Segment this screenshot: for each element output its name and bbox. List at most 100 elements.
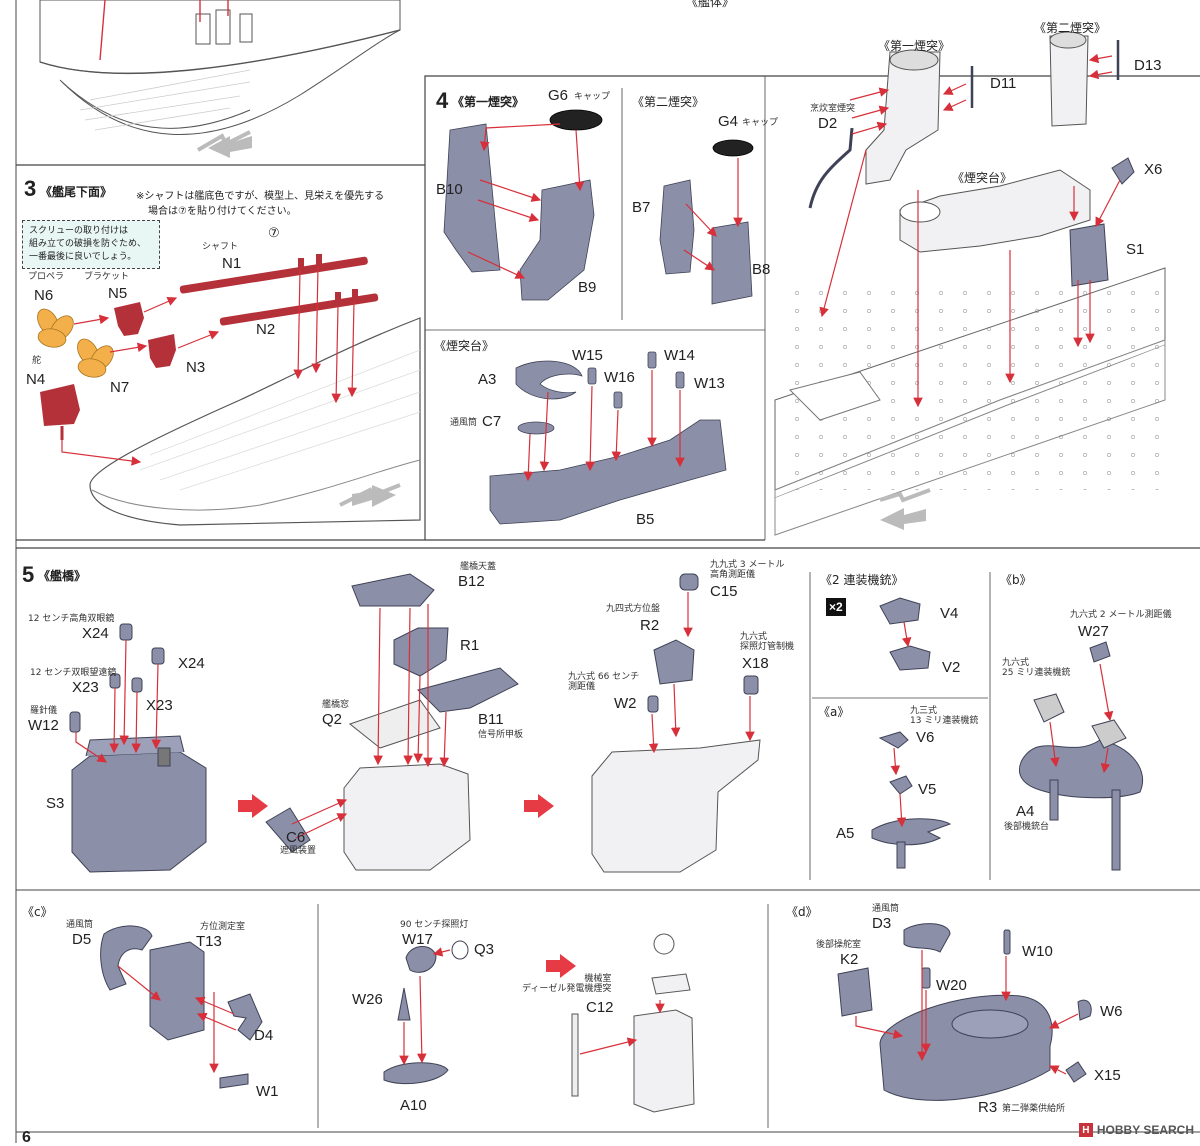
label-w2-sub: 九六式 66 センチ 測距儀 [568, 672, 640, 693]
label-x23-sub: 12 センチ双眼望遠鏡 [30, 668, 117, 678]
label-c15: C15 [710, 583, 738, 600]
label-cap1: キャップ [574, 92, 611, 102]
label-r3: R3 [978, 1099, 998, 1116]
label-q2-sub: 艦橋窓 [322, 700, 350, 710]
label-w27: W27 [1078, 623, 1109, 640]
label-w12: W12 [28, 717, 59, 734]
label-d3-sub: 通風筒 [872, 904, 900, 914]
label-c15-sub: 九九式 3 メートル 高角測距儀 [710, 560, 785, 581]
twin-mg-title: 《2 連装機銃》 [820, 573, 904, 587]
step4-number: 4 [436, 88, 449, 113]
section-dividers [15, 0, 1200, 1143]
label-t13: T13 [196, 933, 222, 950]
label-b12-sub: 艦橋天蓋 [460, 562, 497, 572]
step5d-drawing [837, 923, 1092, 1101]
label-c6-sub: 遮風装置 [280, 846, 317, 856]
step5-guns-drawing [871, 597, 1144, 871]
label-q3: Q3 [474, 941, 495, 958]
label-x24-sub: 12 センチ高角双眼鏡 [28, 614, 115, 624]
d-title: 《d》 [786, 905, 818, 919]
step4-funnel1-drawing [443, 109, 603, 301]
step3-note-line2: 場合は⑦を貼り付けてください。 [148, 206, 297, 217]
step4-base-title: 《煙突台》 [434, 339, 495, 353]
b-title: 《b》 [1000, 573, 1032, 587]
right-base-title: 《煙突台》 [952, 171, 1013, 185]
label-n1: N1 [222, 255, 242, 272]
label-rudder: 舵 [32, 356, 42, 366]
label-w17-sub: 90 センチ探照灯 [400, 920, 469, 930]
label-w2: W2 [614, 695, 637, 712]
label-a5: A5 [836, 825, 855, 842]
label-d5: D5 [72, 931, 92, 948]
right-second-title: 《第二煙突》 [1034, 21, 1107, 35]
label-v6-sub: 九三式 13 ミリ連装機銃 [910, 706, 979, 727]
label-q2: Q2 [322, 711, 343, 728]
next-arrow-2 [524, 794, 554, 818]
label-w17: W17 [402, 931, 433, 948]
label-galley: 烹炊室煙突 [810, 104, 856, 114]
hull-fragment-top [39, 0, 401, 152]
step4-second-title: 《第二煙突》 [632, 95, 705, 109]
quantity-badge: ×2 [826, 598, 846, 616]
step3-note-box: スクリューの取り付けは 組み立ての破損を防ぐため、 一番最後に良いでしょう。 [22, 220, 160, 270]
label-c7: C7 [482, 413, 502, 430]
label-v5: V5 [918, 781, 937, 798]
label-d11: D11 [990, 75, 1017, 92]
label-n4: N4 [26, 371, 46, 388]
step5-bridge-drawing [69, 573, 761, 873]
step4-base-drawing [489, 351, 727, 525]
watermark-mark: H [1078, 1123, 1093, 1137]
label-x18: X18 [742, 655, 769, 672]
step4-funnel2-drawing [659, 139, 754, 305]
label-r2-sub: 九四式方位盤 [606, 604, 661, 614]
step3-box-line1: スクリューの取り付けは [29, 226, 129, 236]
label-w26: W26 [352, 991, 383, 1008]
label-v2: V2 [942, 659, 961, 676]
next-arrow-3 [546, 954, 576, 978]
label-d5-sub: 通風筒 [66, 920, 94, 930]
direction-arrows [208, 136, 926, 530]
label-x24: X24 [82, 625, 109, 642]
step3-note-line1: ※シャフトは艦底色ですが、模型上、見栄えを優先する [136, 191, 385, 202]
step4-hull-drawing [774, 31, 1166, 536]
step3-box-line2: 組み立ての破損を防ぐため、 [29, 239, 147, 250]
label-b9: B9 [578, 279, 597, 296]
label-b12: B12 [458, 573, 485, 590]
watermark: H HOBBY SEARCH [1078, 1123, 1194, 1137]
next-arrow-1 [238, 794, 268, 818]
label-b11: B11 [478, 711, 504, 728]
label-bracket: ブラケット [84, 272, 130, 282]
label-w27-sub: 九六式 2 メートル測距儀 [1070, 610, 1172, 620]
label-k2: K2 [840, 951, 859, 968]
label-w12-sub: 羅針儀 [30, 706, 58, 716]
label-d3: D3 [872, 915, 892, 932]
label-decal7: ⑦ [268, 225, 280, 240]
label-a3: A3 [478, 371, 497, 388]
label-b5: B5 [636, 511, 655, 528]
c-title: 《c》 [22, 905, 53, 919]
label-b8: B8 [752, 261, 771, 278]
label-r2: R2 [640, 617, 660, 634]
label-shaft: シャフト [202, 242, 239, 252]
step3-title: 《艦尾下面》 [40, 185, 113, 199]
label-vent: 通風筒 [450, 418, 478, 428]
label-r1: R1 [460, 637, 480, 654]
hull-caption: 《艦体》 [686, 0, 735, 9]
label-a10: A10 [400, 1097, 427, 1114]
label-mg-sub: 九六式 25 ミリ連装機銃 [1002, 658, 1071, 679]
a-title: 《a》 [818, 705, 850, 719]
label-w6: W6 [1100, 1003, 1123, 1020]
label-w15: W15 [572, 347, 603, 364]
label-n5: N5 [108, 285, 128, 302]
label-r3-sub: 第二弾薬供給所 [1002, 1104, 1066, 1114]
step5-number: 5 [22, 562, 35, 587]
label-b7: B7 [632, 199, 651, 216]
watermark-text: HOBBY SEARCH [1096, 1123, 1194, 1137]
label-t13-sub: 方位測定室 [200, 922, 246, 932]
label-a4: A4 [1016, 803, 1035, 820]
right-first-title: 《第一煙突》 [878, 39, 951, 53]
label-x24b: X24 [178, 655, 205, 672]
label-c12-sub: 機械室 ディーゼル発電機煙突 [522, 974, 612, 995]
